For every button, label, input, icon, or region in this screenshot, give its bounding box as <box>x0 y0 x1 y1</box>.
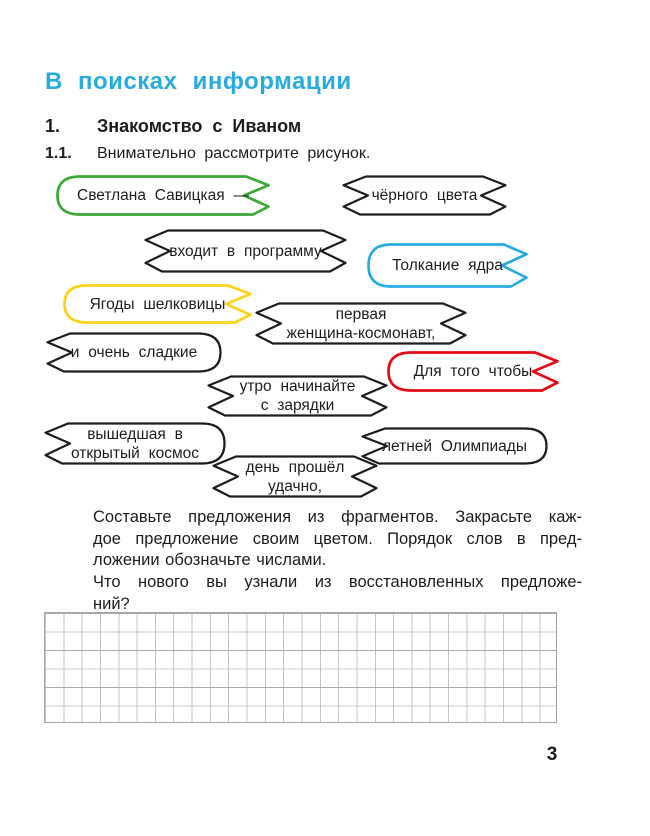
page-title: В поисках информации <box>45 68 352 95</box>
instruction-line: Что нового вы узнали из восстановленных … <box>93 573 582 592</box>
banner-chernogo-cveta[interactable]: чёрного цвета <box>342 175 507 216</box>
instruction-line: Составьте предложения из фрагментов. Зак… <box>93 508 582 526</box>
banner-tolkanie-yadra[interactable]: Толкание ядра <box>367 243 528 288</box>
banner-label: чёрного цвета <box>371 187 478 204</box>
banner-ribbon-shape <box>255 302 467 345</box>
banner-label: входит в программу <box>169 242 322 260</box>
banner-ribbon-shape <box>342 175 507 216</box>
banner-label: Толкание ядра <box>392 257 503 274</box>
banner-ribbon-shape <box>387 351 559 392</box>
banner-yagody-shelkovicy[interactable]: Ягоды шелковицы <box>63 284 252 324</box>
banner-ribbon-shape <box>63 284 252 324</box>
task-text: Внимательно рассмотрите рисунок. <box>97 145 371 162</box>
banner-ribbon-shape <box>56 175 270 216</box>
banner-label: Ягоды шелковицы <box>89 295 226 313</box>
banner-label: и очень сладкие <box>70 344 198 361</box>
banner-ribbon-shape <box>44 422 226 465</box>
instructions: Составьте предложения из фрагментов. Зак… <box>93 507 582 616</box>
banner-ribbon-shape <box>361 427 548 465</box>
banner-ribbon-shape <box>212 455 378 498</box>
instruction-line: ложении обозначьте числами. <box>93 551 327 570</box>
banner-label: Светлана Савицкая — <box>77 187 249 204</box>
banner-ribbon-shape <box>46 332 222 373</box>
banner-ribbon-shape <box>367 243 528 288</box>
instruction-line: дое предложение своим цветом. Порядок сл… <box>93 529 582 548</box>
banner-dlya-togo-chtoby[interactable]: Для того чтобы <box>387 351 559 392</box>
banner-i-ochen-sladkie[interactable]: и очень сладкие <box>46 332 222 373</box>
diagram: Светлана Савицкая — чёрного цвета входит в… <box>44 175 559 498</box>
banner-vhodit-v-programmu[interactable]: входит в программу <box>144 229 347 273</box>
banner-svetlana-savitskaya[interactable]: Светлана Савицкая — <box>56 175 270 216</box>
section-heading: 1. Знакомство с Иваном <box>45 116 301 137</box>
section-title: Знакомство с Иваном <box>97 116 302 136</box>
instruction-line: ний? <box>93 594 130 613</box>
banner-label: летней Олимпиады <box>382 437 527 455</box>
banner-letney-olimpiady[interactable]: летней Олимпиады <box>361 427 548 465</box>
banner-label: Для того чтобы <box>413 363 533 380</box>
task-number: 1.1. <box>45 145 72 162</box>
writing-grid[interactable] <box>44 612 557 723</box>
section-number: 1. <box>45 116 61 136</box>
banner-ribbon-shape <box>144 229 347 273</box>
task-heading: 1.1. Внимательно рассмотрите рисунок. <box>45 145 370 163</box>
banner-ribbon-shape <box>207 375 388 417</box>
page-number: 3 <box>546 744 558 765</box>
